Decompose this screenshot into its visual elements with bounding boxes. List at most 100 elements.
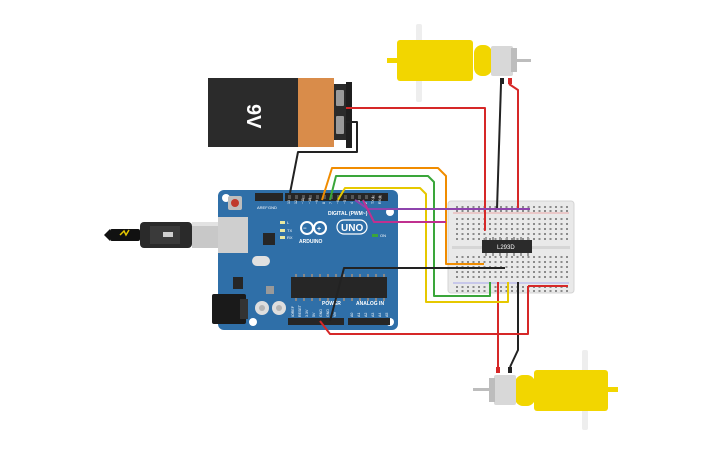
breadboard-hole[interactable] — [533, 218, 535, 220]
breadboard-hole[interactable] — [467, 276, 469, 278]
breadboard-hole[interactable] — [461, 238, 464, 240]
breadboard-hole[interactable] — [511, 238, 513, 240]
breadboard-hole[interactable] — [555, 290, 557, 292]
breadboard-hole[interactable] — [478, 276, 480, 278]
breadboard-hole[interactable] — [494, 228, 497, 230]
breadboard-hole[interactable] — [511, 266, 513, 268]
breadboard-hole[interactable] — [456, 276, 458, 278]
breadboard-hole[interactable] — [483, 290, 486, 292]
breadboard-hole[interactable] — [472, 276, 475, 278]
breadboard-hole[interactable] — [549, 210, 552, 212]
breadboard-hole[interactable] — [456, 290, 458, 292]
breadboard-hole[interactable] — [527, 271, 530, 273]
breadboard-hole[interactable] — [456, 218, 458, 220]
breadboard-hole[interactable] — [467, 228, 469, 230]
breadboard-hole[interactable] — [544, 218, 546, 220]
breadboard-hole[interactable] — [516, 276, 519, 278]
breadboard-hole[interactable] — [560, 238, 563, 240]
breadboard-hole[interactable] — [527, 256, 530, 258]
breadboard-hole[interactable] — [522, 276, 524, 278]
breadboard-hole[interactable] — [566, 271, 568, 273]
breadboard-hole[interactable] — [560, 218, 563, 220]
breadboard-hole[interactable] — [544, 210, 546, 212]
breadboard-hole[interactable] — [566, 228, 568, 230]
breadboard-hole[interactable] — [489, 233, 491, 235]
breadboard-hole[interactable] — [527, 233, 530, 235]
breadboard-hole[interactable] — [511, 276, 513, 278]
breadboard-hole[interactable] — [549, 276, 552, 278]
breadboard-hole[interactable] — [483, 286, 486, 288]
breadboard-hole[interactable] — [544, 233, 546, 235]
breadboard-hole[interactable] — [566, 266, 568, 268]
wire-orange[interactable] — [321, 167, 484, 265]
breadboard-hole[interactable] — [478, 238, 480, 240]
breadboard-hole[interactable] — [483, 238, 486, 240]
breadboard-hole[interactable] — [533, 233, 535, 235]
breadboard-hole[interactable] — [544, 276, 546, 278]
breadboard-hole[interactable] — [549, 266, 552, 268]
breadboard-hole[interactable] — [472, 233, 475, 235]
breadboard-hole[interactable] — [478, 271, 480, 273]
breadboard-hole[interactable] — [511, 223, 513, 225]
breadboard-hole[interactable] — [489, 256, 491, 258]
breadboard-hole[interactable] — [483, 233, 486, 235]
breadboard-hole[interactable] — [560, 256, 563, 258]
breadboard-hole[interactable] — [461, 290, 464, 292]
breadboard-hole[interactable] — [533, 266, 535, 268]
breadboard-hole[interactable] — [500, 210, 502, 212]
breadboard-hole[interactable] — [456, 206, 458, 208]
l293d-chip[interactable] — [482, 240, 532, 253]
breadboard-hole[interactable] — [555, 210, 557, 212]
breadboard-hole[interactable] — [456, 261, 458, 263]
breadboard-hole[interactable] — [538, 228, 541, 230]
breadboard-hole[interactable] — [516, 228, 519, 230]
breadboard-hole[interactable] — [555, 206, 557, 208]
breadboard-hole[interactable] — [516, 271, 519, 273]
breadboard-hole[interactable] — [538, 266, 541, 268]
breadboard-hole[interactable] — [461, 223, 464, 225]
breadboard-hole[interactable] — [494, 261, 497, 263]
breadboard-hole[interactable] — [516, 261, 519, 263]
breadboard-hole[interactable] — [522, 228, 524, 230]
breadboard-hole[interactable] — [456, 286, 458, 288]
breadboard-hole[interactable] — [472, 228, 475, 230]
breadboard-hole[interactable] — [505, 218, 508, 220]
wire-yellow[interactable] — [337, 187, 509, 303]
breadboard-hole[interactable] — [511, 261, 513, 263]
breadboard-hole[interactable] — [533, 261, 535, 263]
breadboard-hole[interactable] — [456, 210, 458, 212]
breadboard-hole[interactable] — [505, 271, 508, 273]
breadboard-hole[interactable] — [489, 218, 491, 220]
breadboard-hole[interactable] — [467, 206, 469, 208]
wire-red-5v[interactable] — [319, 286, 529, 335]
breadboard-hole[interactable] — [494, 286, 497, 288]
breadboard-hole[interactable] — [533, 210, 535, 212]
breadboard-hole[interactable] — [478, 228, 480, 230]
breadboard-hole[interactable] — [500, 286, 502, 288]
breadboard-hole[interactable] — [461, 228, 464, 230]
breadboard-hole[interactable] — [483, 276, 486, 278]
breadboard-hole[interactable] — [478, 261, 480, 263]
breadboard-hole[interactable] — [560, 271, 563, 273]
breadboard-hole[interactable] — [478, 206, 480, 208]
wire-motor-bottom-black[interactable] — [509, 282, 519, 368]
breadboard-hole[interactable] — [456, 228, 458, 230]
breadboard-hole[interactable] — [489, 228, 491, 230]
breadboard-hole[interactable] — [566, 210, 568, 212]
breadboard-hole[interactable] — [560, 266, 563, 268]
breadboard[interactable]: L293D — [447, 200, 575, 294]
breadboard-hole[interactable] — [560, 210, 563, 212]
breadboard-hole[interactable] — [527, 206, 530, 208]
breadboard-hole[interactable] — [549, 233, 552, 235]
breadboard-hole[interactable] — [538, 256, 541, 258]
breadboard-hole[interactable] — [472, 256, 475, 258]
breadboard-hole[interactable] — [461, 286, 464, 288]
breadboard-hole[interactable] — [555, 266, 557, 268]
breadboard-hole[interactable] — [527, 266, 530, 268]
breadboard-hole[interactable] — [489, 271, 491, 273]
breadboard-hole[interactable] — [472, 210, 475, 212]
motor-bottom[interactable] — [473, 350, 618, 430]
breadboard-hole[interactable] — [538, 276, 541, 278]
breadboard-hole[interactable] — [505, 206, 508, 208]
